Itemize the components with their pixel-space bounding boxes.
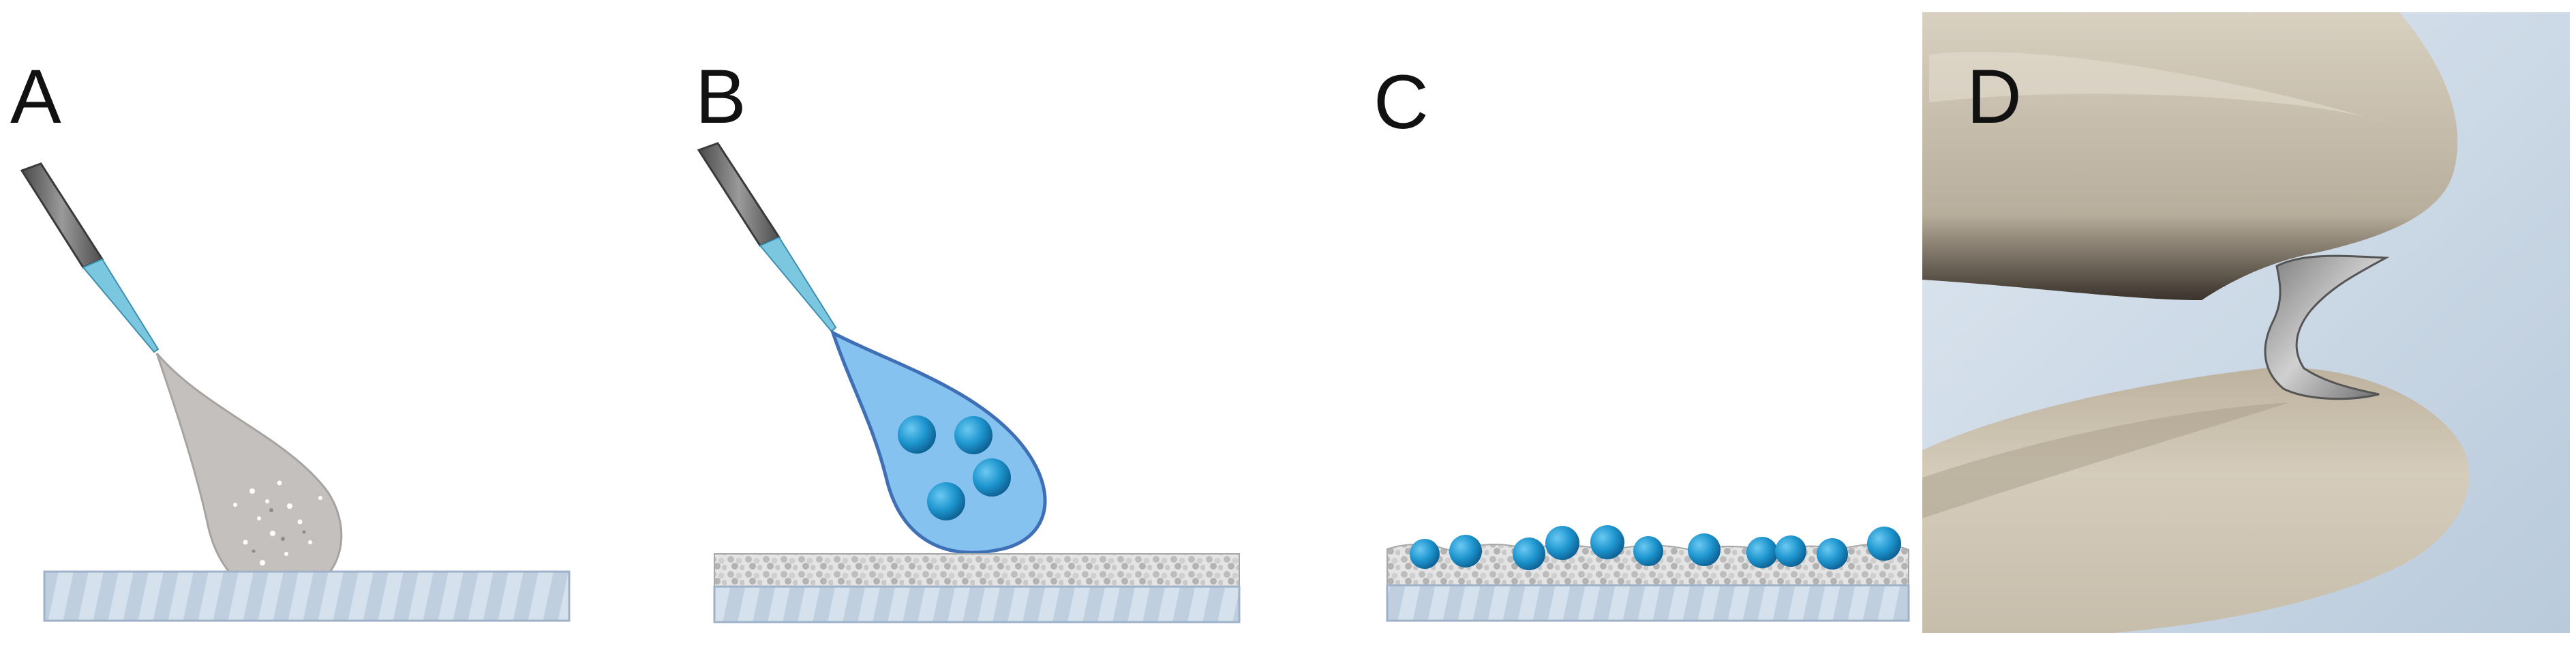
- bead: [1545, 526, 1579, 560]
- bead: [1746, 537, 1778, 568]
- panel-d-photo: D: [1922, 12, 2570, 633]
- needle-b-body: [697, 142, 781, 247]
- bead: [954, 416, 992, 454]
- lower-finger: [1922, 367, 2470, 633]
- panel-c-label: C: [1374, 59, 1429, 145]
- flexible-film-sample: [2264, 254, 2390, 400]
- needle-a: [20, 162, 160, 353]
- substrate-b: [713, 585, 1241, 623]
- panel-b-label: B: [695, 54, 746, 139]
- substrate-c: [1386, 584, 1910, 622]
- panel-a: A: [10, 54, 571, 622]
- upper-finger-highlight: [1929, 52, 2386, 123]
- bead: [1590, 525, 1624, 559]
- grey-droplet: [155, 353, 343, 598]
- droplet-dark-particles: [252, 508, 306, 553]
- bead: [1449, 535, 1482, 568]
- bead: [1513, 537, 1545, 570]
- bead: [1775, 535, 1806, 567]
- bead: [927, 482, 965, 520]
- panel-c: C: [1374, 59, 1910, 622]
- bead: [1817, 538, 1848, 570]
- coating-b: [714, 553, 1240, 589]
- bead: [898, 415, 936, 454]
- needle-a-tip: [82, 258, 160, 353]
- blue-droplet: [830, 329, 1047, 555]
- panel-d-label: D: [1967, 54, 2022, 139]
- bead: [973, 458, 1011, 497]
- surface-beads: [1410, 525, 1901, 570]
- bead: [1688, 533, 1721, 566]
- lower-finger-shadow: [1922, 402, 2290, 518]
- needle-a-body: [20, 162, 104, 269]
- substrate-a: [43, 570, 571, 622]
- panel-b: B: [695, 54, 1241, 623]
- bead: [1410, 539, 1440, 569]
- bead: [1867, 527, 1901, 561]
- needle-b-tip: [759, 236, 837, 333]
- panel-a-label: A: [10, 54, 61, 139]
- droplet-beads: [898, 415, 1011, 520]
- bead: [1633, 536, 1663, 566]
- needle-b: [697, 142, 837, 333]
